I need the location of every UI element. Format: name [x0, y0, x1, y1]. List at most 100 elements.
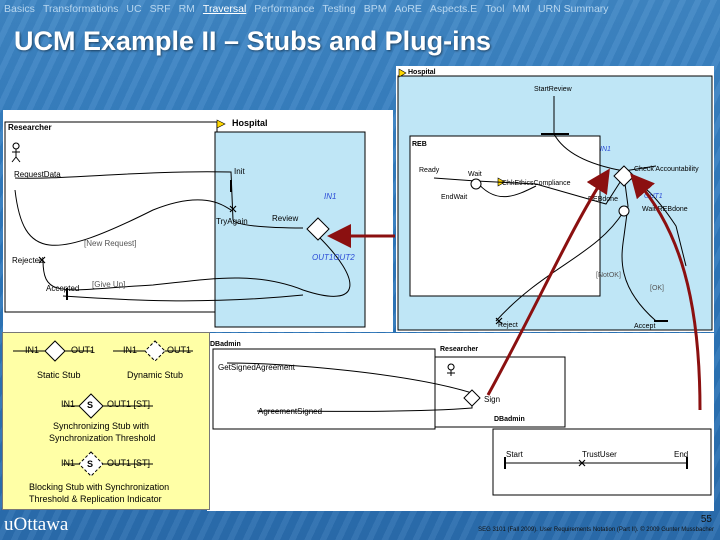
block-stub-icon: [78, 451, 104, 477]
nav-item-urn-summary[interactable]: URN Summary: [537, 3, 609, 15]
try-again-x: [229, 205, 237, 213]
sync-label-2: Synchronization Threshold: [49, 433, 156, 443]
hospital-pin-icon-2: [398, 68, 407, 78]
sync-out-label: OUT1 [ST]: [107, 399, 151, 409]
ready-label: Ready: [419, 167, 440, 174]
researcher-title-2: Researcher: [440, 346, 479, 353]
dynamic-in-label: IN1: [123, 345, 138, 355]
sign-stub: [463, 389, 481, 407]
dbadmin-diagram: [212, 348, 712, 496]
reb-label: REB: [412, 141, 427, 148]
slide-title: UCM Example II – Stubs and Plug-ins: [14, 26, 492, 56]
sign-label: Sign: [484, 395, 501, 404]
dbadmin-title-2: DBadmin: [494, 416, 525, 423]
init-label: Init: [234, 167, 245, 176]
trust-user-label: TrustUser: [582, 450, 617, 459]
start-review-label: StartReview: [534, 86, 572, 93]
review-label: Review: [272, 214, 299, 223]
review-stub: [306, 217, 330, 241]
ok-label: [OK]: [650, 285, 665, 292]
accepted-label: Accepted: [46, 284, 80, 293]
researcher-map-diagram: [4, 119, 366, 328]
nav-item-traversal[interactable]: Traversal: [202, 3, 247, 15]
nav-item-rm[interactable]: RM: [178, 3, 195, 15]
nav-item-aore[interactable]: AoRE: [394, 3, 422, 15]
section-nav: Basics Transformations UC SRF RM Travers…: [0, 0, 720, 18]
trust-user-x: [578, 459, 586, 467]
in1-label: IN1: [324, 192, 337, 201]
block-in-label: IN1: [61, 458, 76, 468]
out-label: OUT1OUT2: [312, 253, 355, 262]
wait-reb-done-label: Wait REBdone: [642, 206, 688, 213]
end-label: End: [674, 450, 689, 459]
check-accountability-label: Check Accountability: [634, 166, 699, 173]
get-signed-agreement-label: GetSignedAgreement: [218, 363, 295, 372]
out-path: [42, 234, 351, 297]
static-out-label: OUT1: [71, 345, 96, 355]
wait-label: Wait: [468, 171, 482, 178]
block-s-label: S: [87, 459, 94, 469]
hospital-component: [214, 131, 366, 328]
nav-item-mm[interactable]: MM: [512, 3, 530, 15]
hospital-plugin-title: Hospital: [408, 69, 436, 76]
block-label-2: Threshold & Replication Indicator: [29, 494, 162, 504]
hospital-title: Hospital: [232, 118, 268, 128]
accept-label: Accept: [634, 323, 656, 330]
reject-label: Reject: [498, 322, 518, 329]
sync-s-label: S: [87, 400, 94, 410]
nav-item-testing[interactable]: Testing: [322, 3, 356, 15]
dynamic-stub-icon: [144, 340, 166, 362]
wait-reb-timer: [618, 205, 630, 217]
end-wait-label: EndWait: [441, 194, 468, 201]
rejected-label: Rejected: [12, 256, 44, 265]
static-stub-icon: [44, 340, 66, 362]
dynamic-out-label: OUT1: [167, 345, 192, 355]
footer-credit: SEG 3101 (Fall 2009). User Requirements …: [478, 527, 714, 533]
dynamic-stub-label: Dynamic Stub: [127, 370, 184, 380]
block-label-1: Blocking Stub with Synchronization: [29, 482, 170, 492]
nav-item-transformations[interactable]: Transformations: [42, 3, 119, 15]
wait-timer: [470, 178, 482, 190]
request-path: [14, 171, 304, 229]
retry-path: [14, 189, 232, 246]
stub-legend-note: IN1 OUT1 IN1 OUT1 Static Stub Dynamic St…: [2, 332, 210, 510]
static-in-label: IN1: [25, 345, 40, 355]
new-request-label: [New Request]: [84, 239, 137, 248]
chk-ethics-label: ChkEthicsCompliance: [502, 180, 571, 187]
reb-component: [409, 135, 601, 297]
reb-done-label: REBdone: [588, 196, 618, 203]
request-data-label: RequestData: [14, 170, 61, 179]
nav-item-performance[interactable]: Performance: [254, 3, 315, 15]
nav-item-tool[interactable]: Tool: [485, 3, 505, 15]
sync-label-1: Synchronizing Stub with: [53, 421, 150, 431]
try-again-label: TryAgain: [216, 217, 248, 226]
hospital-in1-label: IN1: [600, 146, 611, 153]
dbadmin-title: DBadmin: [210, 341, 241, 348]
sync-in-label: IN1: [61, 399, 76, 409]
start-label: Start: [506, 450, 523, 459]
page-number: 55: [700, 514, 712, 525]
nav-item-bpm[interactable]: BPM: [363, 3, 387, 15]
researcher-title: Researcher: [8, 123, 52, 132]
sync-stub-icon: [78, 393, 104, 419]
give-up-path: [62, 294, 304, 302]
dbadmin-plugin-frame: [492, 428, 712, 496]
sign-actor-icon: [447, 363, 455, 376]
actor-icon: [11, 142, 21, 163]
agreement-signed-label: AgreementSigned: [258, 407, 323, 416]
not-ok-label: [NotOK]: [596, 272, 621, 279]
hospital-out1-label: OUT1: [644, 193, 663, 200]
check-accountability-stub: [613, 165, 635, 187]
nav-item-aspects[interactable]: Aspects.E: [429, 3, 478, 15]
nav-item-srf[interactable]: SRF: [149, 3, 171, 15]
block-out-label: OUT1 [ST]: [107, 458, 151, 468]
nav-item-basics[interactable]: Basics: [4, 3, 35, 15]
give-up-label: [Give Up]: [92, 280, 126, 289]
nav-item-uc[interactable]: UC: [126, 3, 142, 15]
uottawa-logo: uOttawa: [4, 514, 69, 535]
dbadmin-component: [212, 348, 436, 430]
reject-x: [38, 256, 46, 264]
legend-diagram: [13, 340, 193, 477]
hospital-pin-icon: [216, 119, 226, 129]
static-stub-label: Static Stub: [37, 370, 81, 380]
